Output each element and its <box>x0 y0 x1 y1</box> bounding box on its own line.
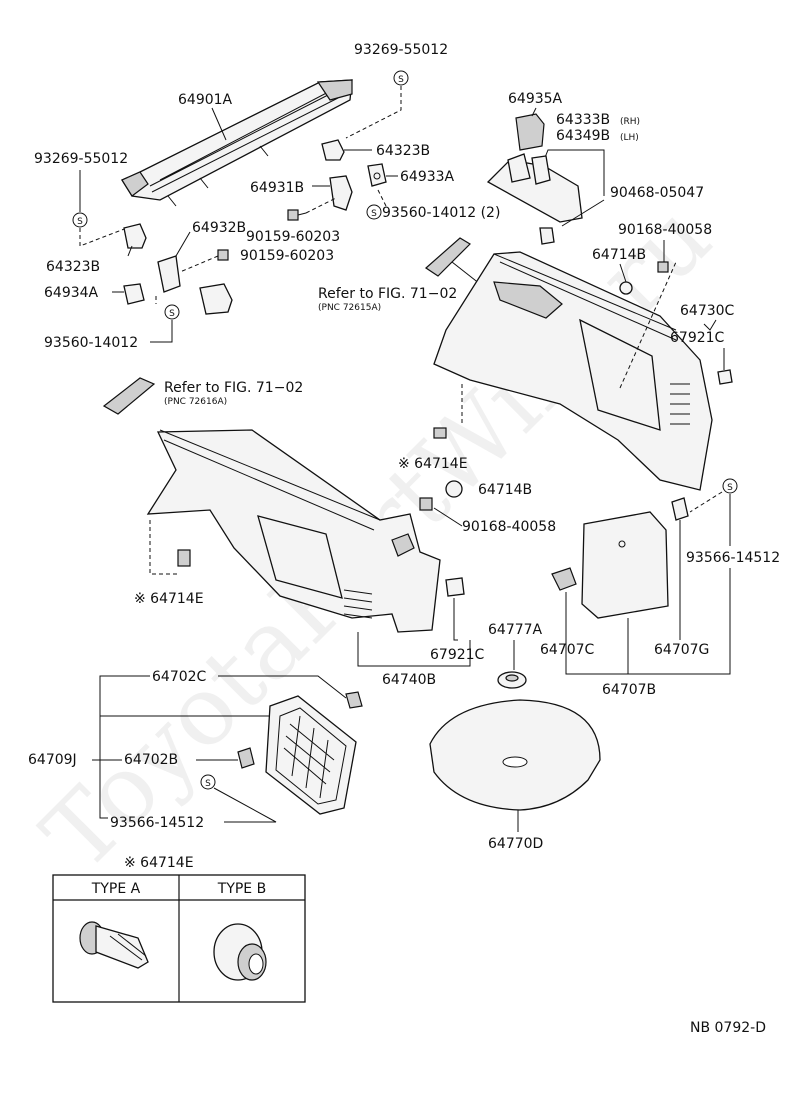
label-93560-14012-2: 93560-14012 (2) <box>382 205 500 221</box>
label-64714E-left: ※ 64714E <box>134 591 204 607</box>
label-64333B: 64333B <box>556 112 610 128</box>
label-67921C-right: 67921C <box>670 330 725 346</box>
label-64323B-left: 64323B <box>46 259 100 275</box>
label-64349B-lh: (LH) <box>620 133 639 143</box>
label-64770D: 64770D <box>488 836 543 852</box>
part-64709J-access-cover <box>265 695 357 815</box>
label-64714E-mid: ※ 64714E <box>398 456 468 472</box>
s-marker-icon: S <box>366 204 382 220</box>
fastener-type-b-icon <box>213 923 267 981</box>
s-marker-icon: S <box>200 774 216 790</box>
part-64770D-floor-mat <box>429 699 601 811</box>
screw-icon <box>433 427 447 439</box>
fastener-type-a-icon <box>79 921 149 969</box>
label-refer-2-pnc: (PNC 72616A) <box>164 397 227 407</box>
label-64935A: 64935A <box>508 91 563 107</box>
s-marker-icon: S <box>72 212 88 228</box>
label-64714B-mid: 64714B <box>478 482 532 498</box>
label-93566-14512-right: 93566-14512 <box>686 550 780 566</box>
label-64349B: 64349B <box>556 128 610 144</box>
s-marker-icon: S <box>164 304 180 320</box>
clip-icon <box>539 227 555 245</box>
dashed-leader <box>345 86 402 139</box>
s-marker-icon: S <box>393 70 409 86</box>
svg-text:S: S <box>371 209 377 219</box>
part-64333B-panel <box>486 153 583 223</box>
label-64901A: 64901A <box>178 92 233 108</box>
part-64707B-lid <box>581 511 669 619</box>
clip-icon <box>445 577 465 597</box>
label-64932B: 64932B <box>192 220 246 236</box>
part-64933A-clip <box>367 163 387 187</box>
label-64702C: 64702C <box>152 669 207 685</box>
clip-icon <box>551 567 577 591</box>
svg-text:S: S <box>77 217 83 227</box>
label-64933A: 64933A <box>400 169 455 185</box>
label-93560-14012: 93560-14012 <box>44 335 138 351</box>
screw-icon <box>287 209 307 221</box>
label-67921C-mid: 67921C <box>430 647 485 663</box>
label-64702B: 64702B <box>124 752 178 768</box>
screw-icon <box>419 497 433 511</box>
label-refer-1-pnc: (PNC 72615A) <box>318 303 381 313</box>
label-64707G: 64707G <box>654 642 709 658</box>
svg-text:S: S <box>398 75 404 85</box>
clip-icon <box>717 369 733 385</box>
label-64707C: 64707C <box>540 642 595 658</box>
part-clip-block <box>199 283 233 315</box>
part-64323B-clip-top <box>321 139 345 161</box>
label-64714B-top: 64714B <box>592 247 646 263</box>
label-64730C: 64730C <box>680 303 735 319</box>
label-64707B: 64707B <box>602 682 656 698</box>
part-refer-bracket-1 <box>425 237 471 277</box>
label-90168-40058-top: 90168-40058 <box>618 222 712 238</box>
cap-icon <box>445 480 463 498</box>
label-90468-05047: 90468-05047 <box>610 185 704 201</box>
clip-icon <box>177 549 191 567</box>
part-64932B-bracket <box>157 255 181 293</box>
part-64323B-clip-left <box>123 223 147 249</box>
screw-icon <box>657 261 669 273</box>
part-64931B-bracket <box>329 175 353 211</box>
label-64777A: 64777A <box>488 622 543 638</box>
part-64901A-tonneau-cover <box>121 79 353 207</box>
part-64935A-cap <box>515 113 545 151</box>
label-64333B-rh: (RH) <box>620 117 640 127</box>
svg-text:S: S <box>727 483 733 493</box>
legend-type-b: TYPE B <box>217 881 266 897</box>
svg-text:S: S <box>205 779 211 789</box>
label-64709J: 64709J <box>28 752 77 768</box>
clip-icon <box>237 747 255 769</box>
legend-title: ※ 64714E <box>124 855 194 871</box>
clip-icon <box>345 691 363 709</box>
part-64730C-right-trim <box>433 251 713 491</box>
label-93269-55012-top: 93269-55012 <box>354 42 448 58</box>
screw-icon <box>217 249 229 261</box>
part-refer-bracket-2 <box>102 377 156 415</box>
label-64323B-top: 64323B <box>376 143 430 159</box>
cap-icon <box>619 281 633 295</box>
label-refer-2: Refer to FIG. 71−02 <box>164 380 303 396</box>
label-64931B: 64931B <box>250 180 304 196</box>
label-refer-1: Refer to FIG. 71−02 <box>318 286 457 302</box>
footer-code: NB 0792-D <box>690 1020 766 1036</box>
grommet-icon <box>497 671 527 689</box>
leader-64901A <box>211 107 227 141</box>
label-64740B: 64740B <box>382 672 436 688</box>
label-90159-60203-b: 90159-60203 <box>240 248 334 264</box>
clip-icon <box>671 497 689 521</box>
label-93566-14512-bottom: 93566-14512 <box>110 815 204 831</box>
label-64934A: 64934A <box>44 285 99 301</box>
label-93269-55012-left: 93269-55012 <box>34 151 128 167</box>
legend-type-a: TYPE A <box>91 881 141 897</box>
part-64934A-clip <box>123 283 145 305</box>
svg-text:S: S <box>169 309 175 319</box>
label-90168-40058-mid: 90168-40058 <box>462 519 556 535</box>
s-marker-icon: S <box>722 478 738 494</box>
label-90159-60203-a: 90159-60203 <box>246 229 340 245</box>
part-64740B-left-trim <box>146 429 441 633</box>
